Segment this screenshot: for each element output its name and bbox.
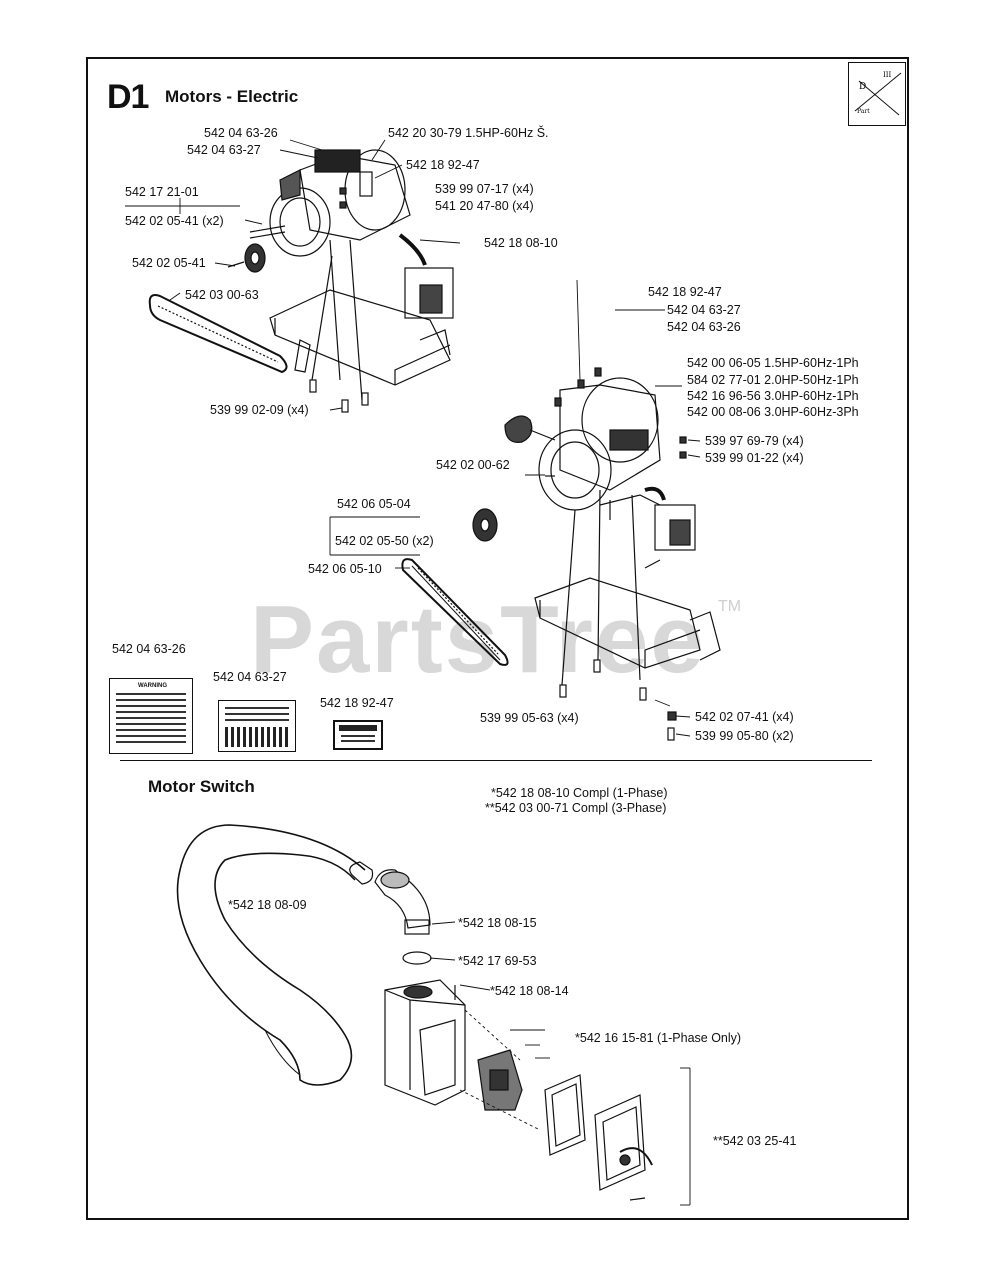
label-542-00-06-05: 542 00 06-05 1.5HP-60Hz-1Ph [687, 356, 859, 370]
label-539-97-69-79: 539 97 69-79 (x4) [705, 434, 804, 448]
label-542-02-05-41-x2: 542 02 05-41 (x2) [125, 214, 224, 228]
section-code: D1 [107, 78, 149, 116]
label-542-18-08-10: 542 18 08-10 [484, 236, 558, 250]
label-decal-542-18-92-47: 542 18 92-47 [320, 696, 394, 710]
label-539-99-07-17: 539 99 07-17 (x4) [435, 182, 534, 196]
label-542-04-63-27: 542 04 63-27 [187, 143, 261, 157]
watermark-text: PartsTree [250, 586, 706, 693]
bolts-1 [309, 187, 369, 413]
switch-gasket [544, 1074, 586, 1156]
label-539-99-02-09: 539 99 02-09 (x4) [210, 403, 309, 417]
svg-text:D: D [859, 82, 866, 92]
label-542-20-30-79: 542 20 30-79 1.5HP-60Hz Š. [388, 126, 549, 140]
label-542-03-00-71-compl: **542 03 00-71 Compl (3-Phase) [485, 801, 667, 815]
label-542-06-05-10: 542 06 05-10 [308, 562, 382, 576]
motor-2-drawing [504, 377, 661, 511]
svg-text:Part: Part [857, 108, 870, 115]
book-orientation-icon: D III Part [848, 62, 906, 126]
switch-cover-plate [594, 1094, 653, 1201]
label-542-18-08-15: *542 18 08-15 [458, 916, 537, 930]
pulley-2 [472, 508, 498, 542]
label-539-99-05-63: 539 99 05-63 (x4) [480, 711, 579, 725]
label-542-03-25-41: **542 03 25-41 [713, 1134, 797, 1148]
label-542-04-63-26: 542 04 63-26 [204, 126, 278, 140]
label-539-99-05-80: 539 99 05-80 (x2) [695, 729, 794, 743]
warning-decal-heading: WARNING [138, 683, 167, 689]
svg-text:III: III [883, 71, 892, 79]
label-542-18-08-09: *542 18 08-09 [228, 898, 307, 912]
label-541-20-47-80: 541 20 47-80 (x4) [435, 199, 534, 213]
bolts-2 [554, 367, 687, 741]
specification-decal [218, 700, 296, 752]
pulley-1 [227, 243, 266, 273]
label-542-02-07-41: 542 02 07-41 (x4) [695, 710, 794, 724]
label-542-02-05-41: 542 02 05-41 [132, 256, 206, 270]
warning-decal: WARNING [109, 678, 193, 754]
motor-1-5hp-drawing [249, 149, 411, 257]
label-542-04-63-26-b: 542 04 63-26 [667, 320, 741, 334]
belt-1 [148, 294, 288, 374]
label-542-03-00-63: 542 03 00-63 [185, 288, 259, 302]
switch-housing [384, 979, 466, 1106]
motor-2-base-plate [534, 489, 721, 686]
diagram-frame [86, 57, 909, 1220]
label-542-00-08-06: 542 00 08-06 3.0HP-60Hz-3Ph [687, 405, 859, 419]
label-542-02-00-62: 542 02 00-62 [436, 458, 510, 472]
label-542-18-08-10-compl: *542 18 08-10 Compl (1-Phase) [491, 786, 668, 800]
label-542-16-96-56: 542 16 96-56 3.0HP-60Hz-1Ph [687, 389, 859, 403]
label-539-99-01-22: 539 99 01-22 (x4) [705, 451, 804, 465]
label-decal-542-04-63-26: 542 04 63-26 [112, 642, 186, 656]
leader-lines-switch [429, 921, 691, 1206]
motor-switch-title: Motor Switch [148, 777, 255, 796]
hazard-decal [333, 720, 383, 750]
switch-mechanism [477, 1049, 523, 1111]
label-542-17-21-01: 542 17 21-01 [125, 185, 199, 199]
leader-lines-upper [125, 139, 701, 737]
label-542-18-08-14: *542 18 08-14 [490, 984, 569, 998]
label-542-04-63-27-b: 542 04 63-27 [667, 303, 741, 317]
label-584-02-77-01: 584 02 77-01 2.0HP-50Hz-1Ph [687, 373, 859, 387]
label-542-18-92-47-b: 542 18 92-47 [648, 285, 722, 299]
label-decal-542-04-63-27: 542 04 63-27 [213, 670, 287, 684]
label-542-16-15-81: *542 16 15-81 (1-Phase Only) [575, 1031, 742, 1045]
label-542-02-05-50: 542 02 05-50 (x2) [335, 534, 434, 548]
switch-box-1 [398, 233, 454, 319]
switch-cord-drawing [176, 824, 374, 1086]
page-title: Motors - Electric [165, 87, 299, 106]
section-divider [120, 760, 872, 761]
switch-box-2 [644, 486, 696, 551]
label-542-17-69-53: *542 17 69-53 [458, 954, 537, 968]
watermark-tm: TM [718, 598, 742, 615]
cord-elbow-connector [374, 869, 432, 965]
label-542-06-05-04: 542 06 05-04 [337, 497, 411, 511]
motor-1-base-plate [269, 239, 451, 401]
belt-2 [401, 558, 509, 666]
label-542-18-92-47: 542 18 92-47 [406, 158, 480, 172]
